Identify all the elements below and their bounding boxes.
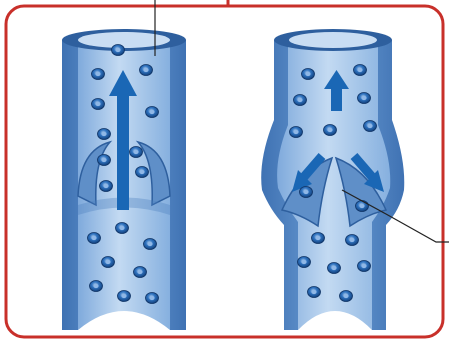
blood-cell-center <box>147 242 152 246</box>
blood-cell-center <box>357 68 362 72</box>
blood-cell-center <box>297 98 302 102</box>
blood-cell-center <box>133 150 138 154</box>
blood-cell-center <box>93 284 98 288</box>
blood-cell-center <box>349 238 354 242</box>
blood-cell-center <box>101 132 106 136</box>
blood-cell-center <box>367 124 372 128</box>
blood-cell-center <box>121 294 126 298</box>
blood-cell-center <box>103 184 108 188</box>
blood-cell-center <box>149 110 154 114</box>
blood-cell-center <box>331 266 336 270</box>
blood-cell-center <box>137 270 142 274</box>
blood-cell-center <box>95 102 100 106</box>
blood-cell-center <box>91 236 96 240</box>
blood-cell-center <box>361 96 366 100</box>
blood-cell-center <box>305 72 310 76</box>
blood-cell-center <box>301 260 306 264</box>
blood-cell-center <box>303 190 308 194</box>
blood-cell-center <box>101 158 106 162</box>
blood-cell-center <box>327 128 332 132</box>
blood-cell-center <box>359 204 364 208</box>
blood-cell-center <box>343 294 348 298</box>
blood-cell-center <box>119 226 124 230</box>
blood-cell-center <box>139 170 144 174</box>
blood-cell-center <box>115 48 120 52</box>
blood-cell-center <box>293 130 298 134</box>
blood-cell-center <box>311 290 316 294</box>
blood-cell-center <box>361 264 366 268</box>
blood-cell-center <box>143 68 148 72</box>
blood-cell-center <box>105 260 110 264</box>
vein-open-valve <box>62 29 186 330</box>
blood-cell-center <box>149 296 154 300</box>
blood-cell-center <box>95 72 100 76</box>
blood-cell-center <box>315 236 320 240</box>
